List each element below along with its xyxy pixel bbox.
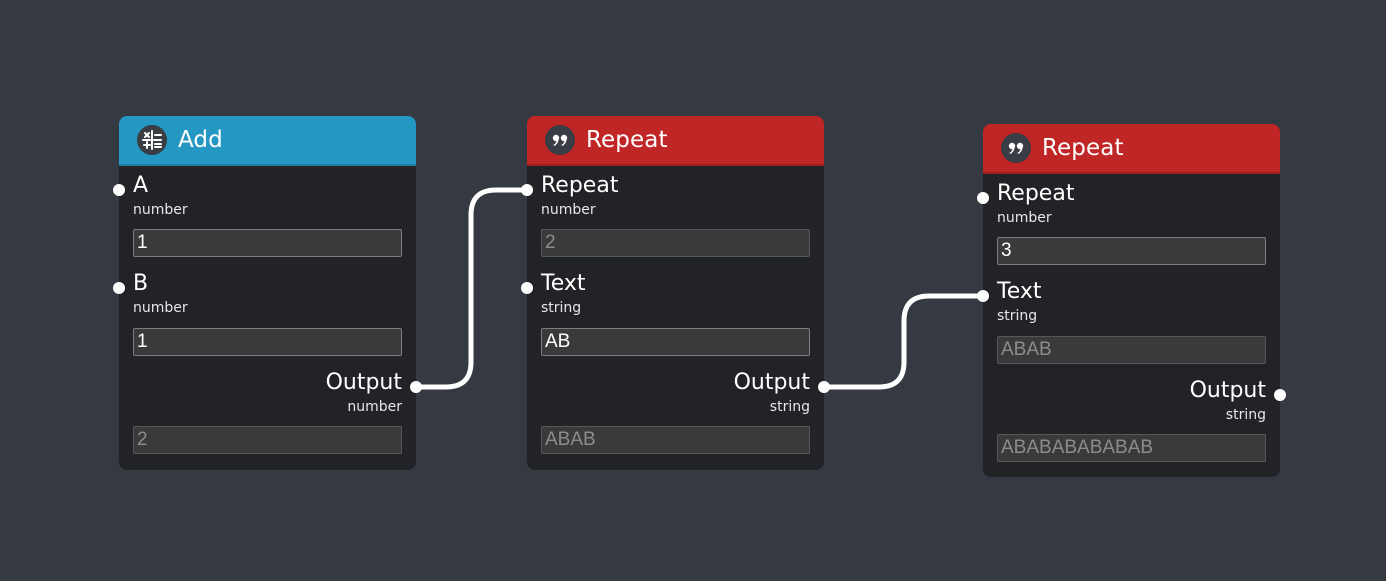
input-label-repeat: Repeat bbox=[541, 173, 619, 198]
output-value-field: 2 bbox=[133, 426, 402, 454]
input-port-repeat[interactable] bbox=[977, 192, 989, 204]
output-port[interactable] bbox=[410, 381, 422, 393]
input-label-text: Text bbox=[541, 271, 586, 296]
output-type: number bbox=[347, 399, 402, 415]
output-label: Output bbox=[1189, 378, 1266, 403]
output-port[interactable] bbox=[818, 381, 830, 393]
output-type: string bbox=[769, 399, 810, 415]
input-label-b: B bbox=[133, 271, 149, 296]
output-label: Output bbox=[325, 370, 402, 395]
input-field-text[interactable]: AB bbox=[541, 328, 810, 356]
input-type-b: number bbox=[133, 300, 188, 316]
output-value-field: ABAB bbox=[541, 426, 810, 454]
repeat-node-1[interactable]: Repeat Repeat number 2 Text string AB Ou… bbox=[521, 116, 830, 470]
connection-wire-add-to-repeat[interactable] bbox=[416, 187, 527, 390]
input-type-repeat: number bbox=[997, 210, 1052, 226]
input-type-text: string bbox=[997, 308, 1038, 324]
input-field-repeat: 2 bbox=[541, 229, 810, 257]
node-header[interactable]: Repeat bbox=[983, 124, 1280, 174]
sum-icon bbox=[137, 125, 167, 155]
node-header[interactable]: Repeat bbox=[527, 116, 824, 166]
add-node[interactable]: Add A number 1 B number 1 Output number … bbox=[113, 116, 422, 470]
repeat-node-2[interactable]: Repeat Repeat number 3 Text string ABAB … bbox=[977, 124, 1286, 477]
input-field-repeat[interactable]: 3 bbox=[997, 237, 1266, 265]
quote-icon bbox=[1001, 133, 1031, 163]
node-header[interactable]: Add bbox=[119, 116, 416, 166]
input-label-a: A bbox=[133, 173, 149, 198]
input-type-repeat: number bbox=[541, 202, 596, 218]
input-label-text: Text bbox=[997, 279, 1042, 304]
input-label-repeat: Repeat bbox=[997, 181, 1075, 206]
input-port-a[interactable] bbox=[113, 184, 125, 196]
input-field-a[interactable]: 1 bbox=[133, 229, 402, 257]
input-type-a: number bbox=[133, 202, 188, 218]
node-title: Repeat bbox=[586, 127, 668, 153]
input-port-text[interactable] bbox=[977, 290, 989, 302]
output-label: Output bbox=[733, 370, 810, 395]
input-type-text: string bbox=[541, 300, 582, 316]
quote-icon bbox=[545, 125, 575, 155]
node-title: Repeat bbox=[1042, 135, 1124, 161]
input-port-text[interactable] bbox=[521, 282, 533, 294]
output-value-field: ABABABABABAB bbox=[997, 434, 1266, 462]
output-port[interactable] bbox=[1274, 389, 1286, 401]
input-port-b[interactable] bbox=[113, 282, 125, 294]
input-port-repeat[interactable] bbox=[521, 184, 533, 196]
node-title: Add bbox=[178, 127, 223, 153]
connection-wire-repeat-to-repeat[interactable] bbox=[824, 293, 983, 390]
input-field-text: ABAB bbox=[997, 336, 1266, 364]
output-type: string bbox=[1225, 407, 1266, 423]
input-field-b[interactable]: 1 bbox=[133, 328, 402, 356]
